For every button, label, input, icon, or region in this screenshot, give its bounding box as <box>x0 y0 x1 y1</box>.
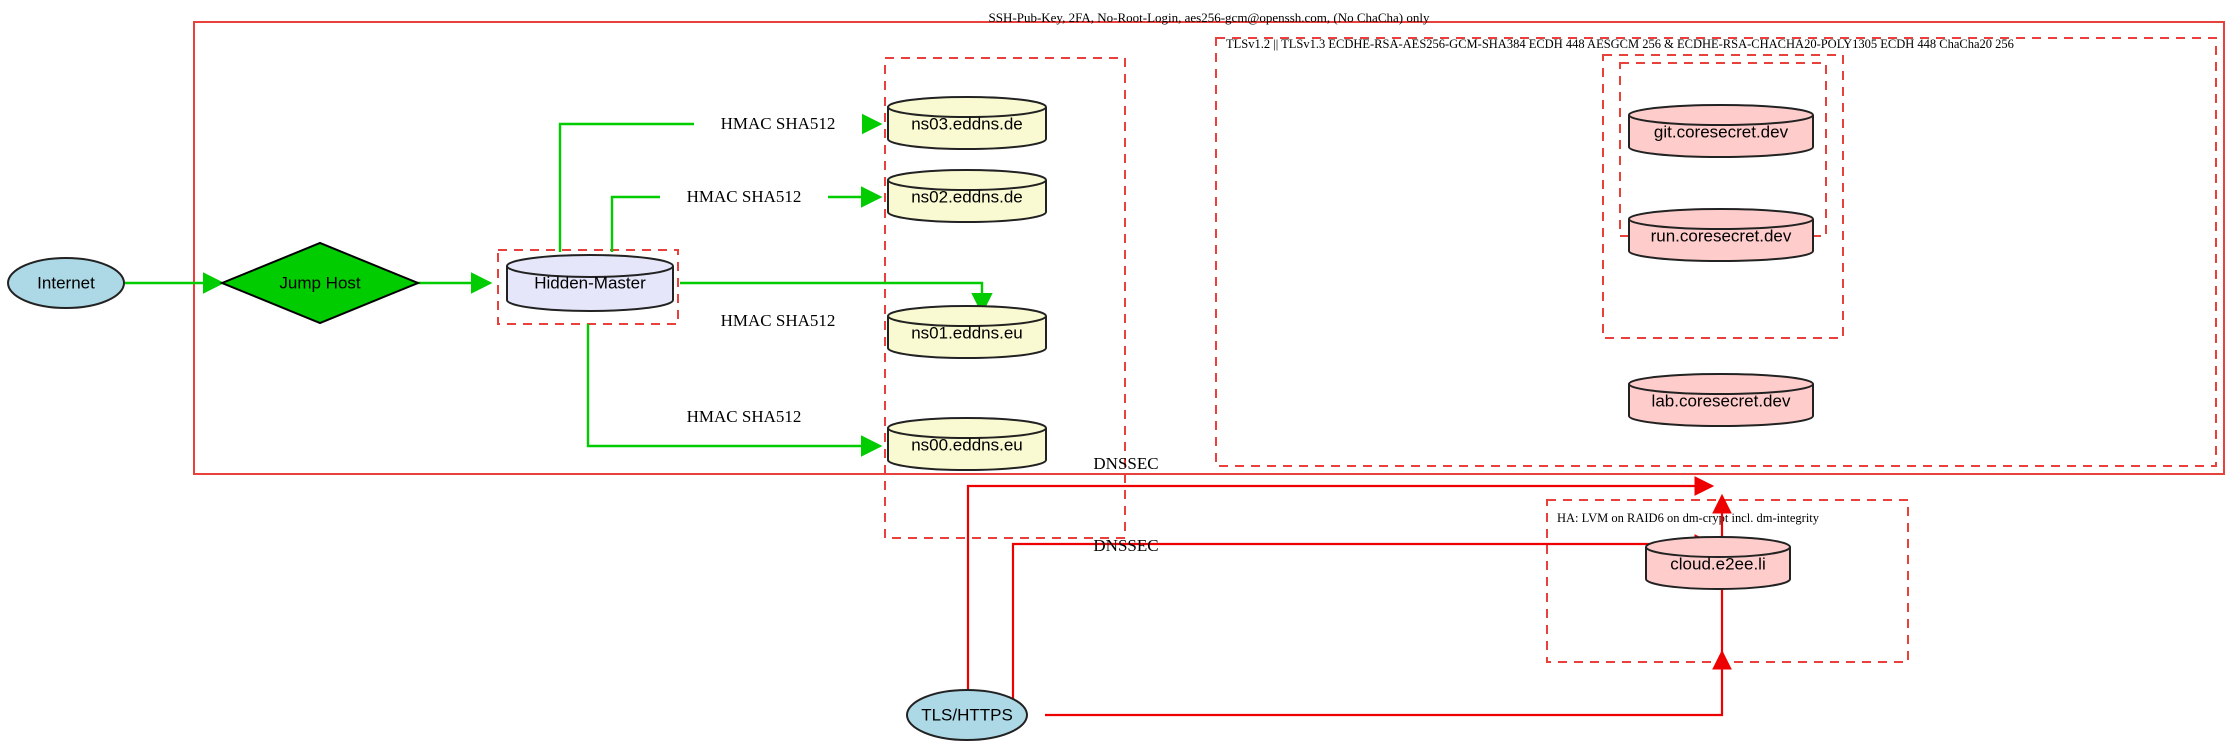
boundary-services <box>1602 54 1844 339</box>
edge-master-to-ns01 <box>680 281 993 315</box>
node-ns01-label: ns01.eddns.eu <box>911 323 1023 342</box>
svg-text:HMAC SHA512: HMAC SHA512 <box>687 407 802 426</box>
boundary-ssh <box>193 21 2225 475</box>
node-internet-label: Internet <box>37 273 95 292</box>
node-run-coresecret-label: run.coresecret.dev <box>1651 226 1792 245</box>
edge-label-dnssec-lower: DNSSEC <box>1093 536 1158 555</box>
node-lab-coresecret[interactable]: lab.coresecret.dev <box>1628 373 1814 427</box>
node-cloud-e2ee-label: cloud.e2ee.li <box>1670 554 1765 573</box>
node-jump-host-label: Jump Host <box>279 273 361 292</box>
boundary-dns <box>884 57 1126 539</box>
node-cloud-e2ee[interactable]: cloud.e2ee.li <box>1645 536 1791 590</box>
node-ns00-label: ns00.eddns.eu <box>911 435 1023 454</box>
edge-dnssec-upper <box>966 476 1715 715</box>
node-lab-coresecret-label: lab.coresecret.dev <box>1652 391 1791 410</box>
node-ns00[interactable]: ns00.eddns.eu <box>887 417 1047 471</box>
node-run-coresecret[interactable]: run.coresecret.dev <box>1628 208 1814 262</box>
node-ns03[interactable]: ns03.eddns.de <box>887 96 1047 150</box>
node-internet[interactable]: Internet <box>7 257 125 309</box>
edge-master-to-ns00 <box>586 324 883 457</box>
svg-text:DNSSEC: DNSSEC <box>1093 536 1158 555</box>
svg-text:HMAC SHA512: HMAC SHA512 <box>687 187 802 206</box>
boundary-ha-label: HA: LVM on RAID6 on dm-crypt incl. dm-in… <box>1557 511 1820 525</box>
edge-label-hmac-ns00: HMAC SHA512 <box>687 407 802 426</box>
node-hidden-master[interactable]: Hidden-Master <box>506 254 674 312</box>
node-ns02[interactable]: ns02.eddns.de <box>887 169 1047 223</box>
node-jump-host[interactable]: Jump Host <box>219 241 421 325</box>
svg-text:DNSSEC: DNSSEC <box>1093 454 1158 473</box>
node-hidden-master-label: Hidden-Master <box>534 273 646 292</box>
svg-text:HMAC SHA512: HMAC SHA512 <box>721 311 836 330</box>
boundary-tls-label: TLSv1.2 || TLSv1.3 ECDHE-RSA-AES256-GCM-… <box>1226 37 2014 51</box>
boundary-ssh-label: SSH-Pub-Key, 2FA, No-Root-Login, aes256-… <box>989 10 1430 25</box>
node-ns01[interactable]: ns01.eddns.eu <box>887 305 1047 359</box>
edge-label-dnssec-upper: DNSSEC <box>1093 454 1158 473</box>
edge-label-hmac-ns01: HMAC SHA512 <box>721 311 836 330</box>
edge-label-hmac-ns02: HMAC SHA512 <box>660 185 828 209</box>
node-tls-https-label: TLS/HTTPS <box>921 705 1013 724</box>
node-tls-https[interactable]: TLS/HTTPS <box>906 689 1028 741</box>
boundary-tls <box>1215 37 2217 467</box>
node-ns03-label: ns03.eddns.de <box>911 114 1023 133</box>
node-git-coresecret[interactable]: git.coresecret.dev <box>1628 104 1814 158</box>
edge-dnssec-lower <box>1011 534 1715 715</box>
edge-label-hmac-ns03: HMAC SHA512 <box>694 112 862 136</box>
svg-text:HMAC SHA512: HMAC SHA512 <box>721 114 836 133</box>
node-ns02-label: ns02.eddns.de <box>911 187 1023 206</box>
node-git-coresecret-label: git.coresecret.dev <box>1654 122 1789 141</box>
edge-tls-to-services <box>1045 493 1732 717</box>
